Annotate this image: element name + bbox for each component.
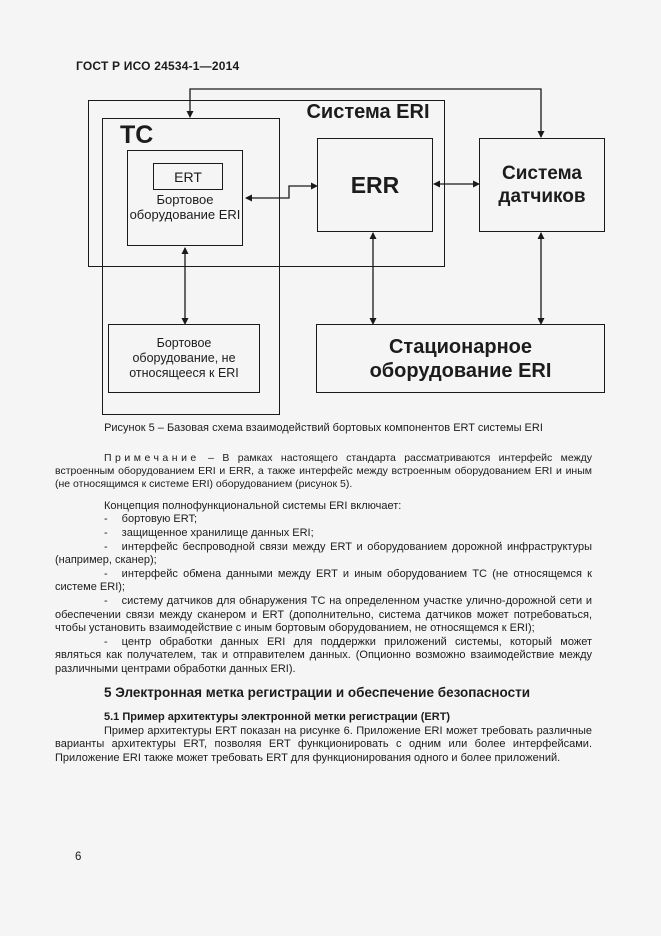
bullet-dash: - bbox=[104, 513, 108, 526]
err-box: ERR bbox=[317, 138, 433, 232]
list-item: -систему датчиков для обнаружения ТС на … bbox=[55, 595, 592, 636]
section-5-1-paragraph: Пример архитектуры ERT показан на рисунк… bbox=[55, 724, 592, 764]
list-item-text: центр обработки данных ERI для поддержки… bbox=[55, 635, 592, 675]
list-item-text: систему датчиков для обнаружения ТС на о… bbox=[55, 594, 592, 635]
onboard-eri-equipment-box bbox=[127, 150, 243, 246]
non-eri-onboard-equipment-label: Бортовое оборудование, не относящееся к … bbox=[129, 336, 239, 380]
note-label: Примечание bbox=[104, 451, 200, 464]
bullet-dash: - bbox=[104, 635, 108, 648]
ert-box: ERT bbox=[153, 163, 223, 190]
page-number: 6 bbox=[75, 851, 82, 863]
document-header: ГОСТ Р ИСО 24534-1—2014 bbox=[76, 59, 240, 73]
stationary-eri-equipment-box: Стационарное оборудование ERI bbox=[316, 324, 605, 393]
sensor-system-box: Система датчиков bbox=[479, 138, 605, 232]
stationary-eri-equipment-label: Стационарное оборудование ERI bbox=[369, 335, 552, 382]
list-item: -интерфейс обмена данными между ERT и ин… bbox=[55, 568, 592, 595]
ert-label: ERT bbox=[174, 168, 202, 185]
sensor-system-label: Система датчиков bbox=[498, 163, 586, 207]
onboard-eri-equipment-label: Бортовое оборудование ERI bbox=[129, 192, 241, 222]
list-item-text: интерфейс обмена данными между ERT и ины… bbox=[55, 567, 592, 594]
note-text: – В рамках настоящего стандарта рассматр… bbox=[55, 451, 592, 491]
note-paragraph: Примечание – В рамках настоящего стандар… bbox=[55, 452, 592, 492]
list-item-text: интерфейс беспроводной связи между ERT и… bbox=[55, 540, 592, 567]
list-item-text: бортовую ERT; bbox=[121, 513, 198, 526]
section-5-1-heading: 5.1 Пример архитектуры электронной метки… bbox=[104, 711, 451, 724]
eri-system-label: Система ERI bbox=[306, 101, 430, 123]
figure-caption: Рисунок 5 – Базовая схема взаимодействий… bbox=[104, 422, 543, 434]
list-item: -интерфейс беспроводной связи между ERT … bbox=[55, 541, 592, 568]
bullet-dash: - bbox=[104, 540, 108, 553]
bullet-dash: - bbox=[104, 567, 108, 580]
list-item-text: защищенное хранилище данных ERI; bbox=[121, 527, 314, 539]
figure-5-diagram: Система ERI ТС ERT Бортовое оборудование… bbox=[0, 85, 661, 425]
list-item: -центр обработки данных ERI для поддержк… bbox=[55, 636, 592, 677]
bullet-dash: - bbox=[104, 527, 108, 539]
section-5-heading: 5 Электронная метка регистрации и обеспе… bbox=[104, 684, 531, 700]
bullet-dash: - bbox=[104, 594, 108, 607]
list-item: -бортовую ERT; bbox=[55, 513, 592, 527]
intro-paragraph: Концепция полнофункциональной системы ER… bbox=[104, 499, 402, 512]
list-item: - защищенное хранилище данных ERI; bbox=[55, 527, 592, 541]
err-label: ERR bbox=[350, 171, 400, 198]
non-eri-onboard-equipment-box: Бортовое оборудование, не относящееся к … bbox=[108, 324, 260, 393]
text-column: Рисунок 5 – Базовая схема взаимодействий… bbox=[55, 422, 592, 766]
vehicle-label: ТС bbox=[120, 121, 154, 149]
